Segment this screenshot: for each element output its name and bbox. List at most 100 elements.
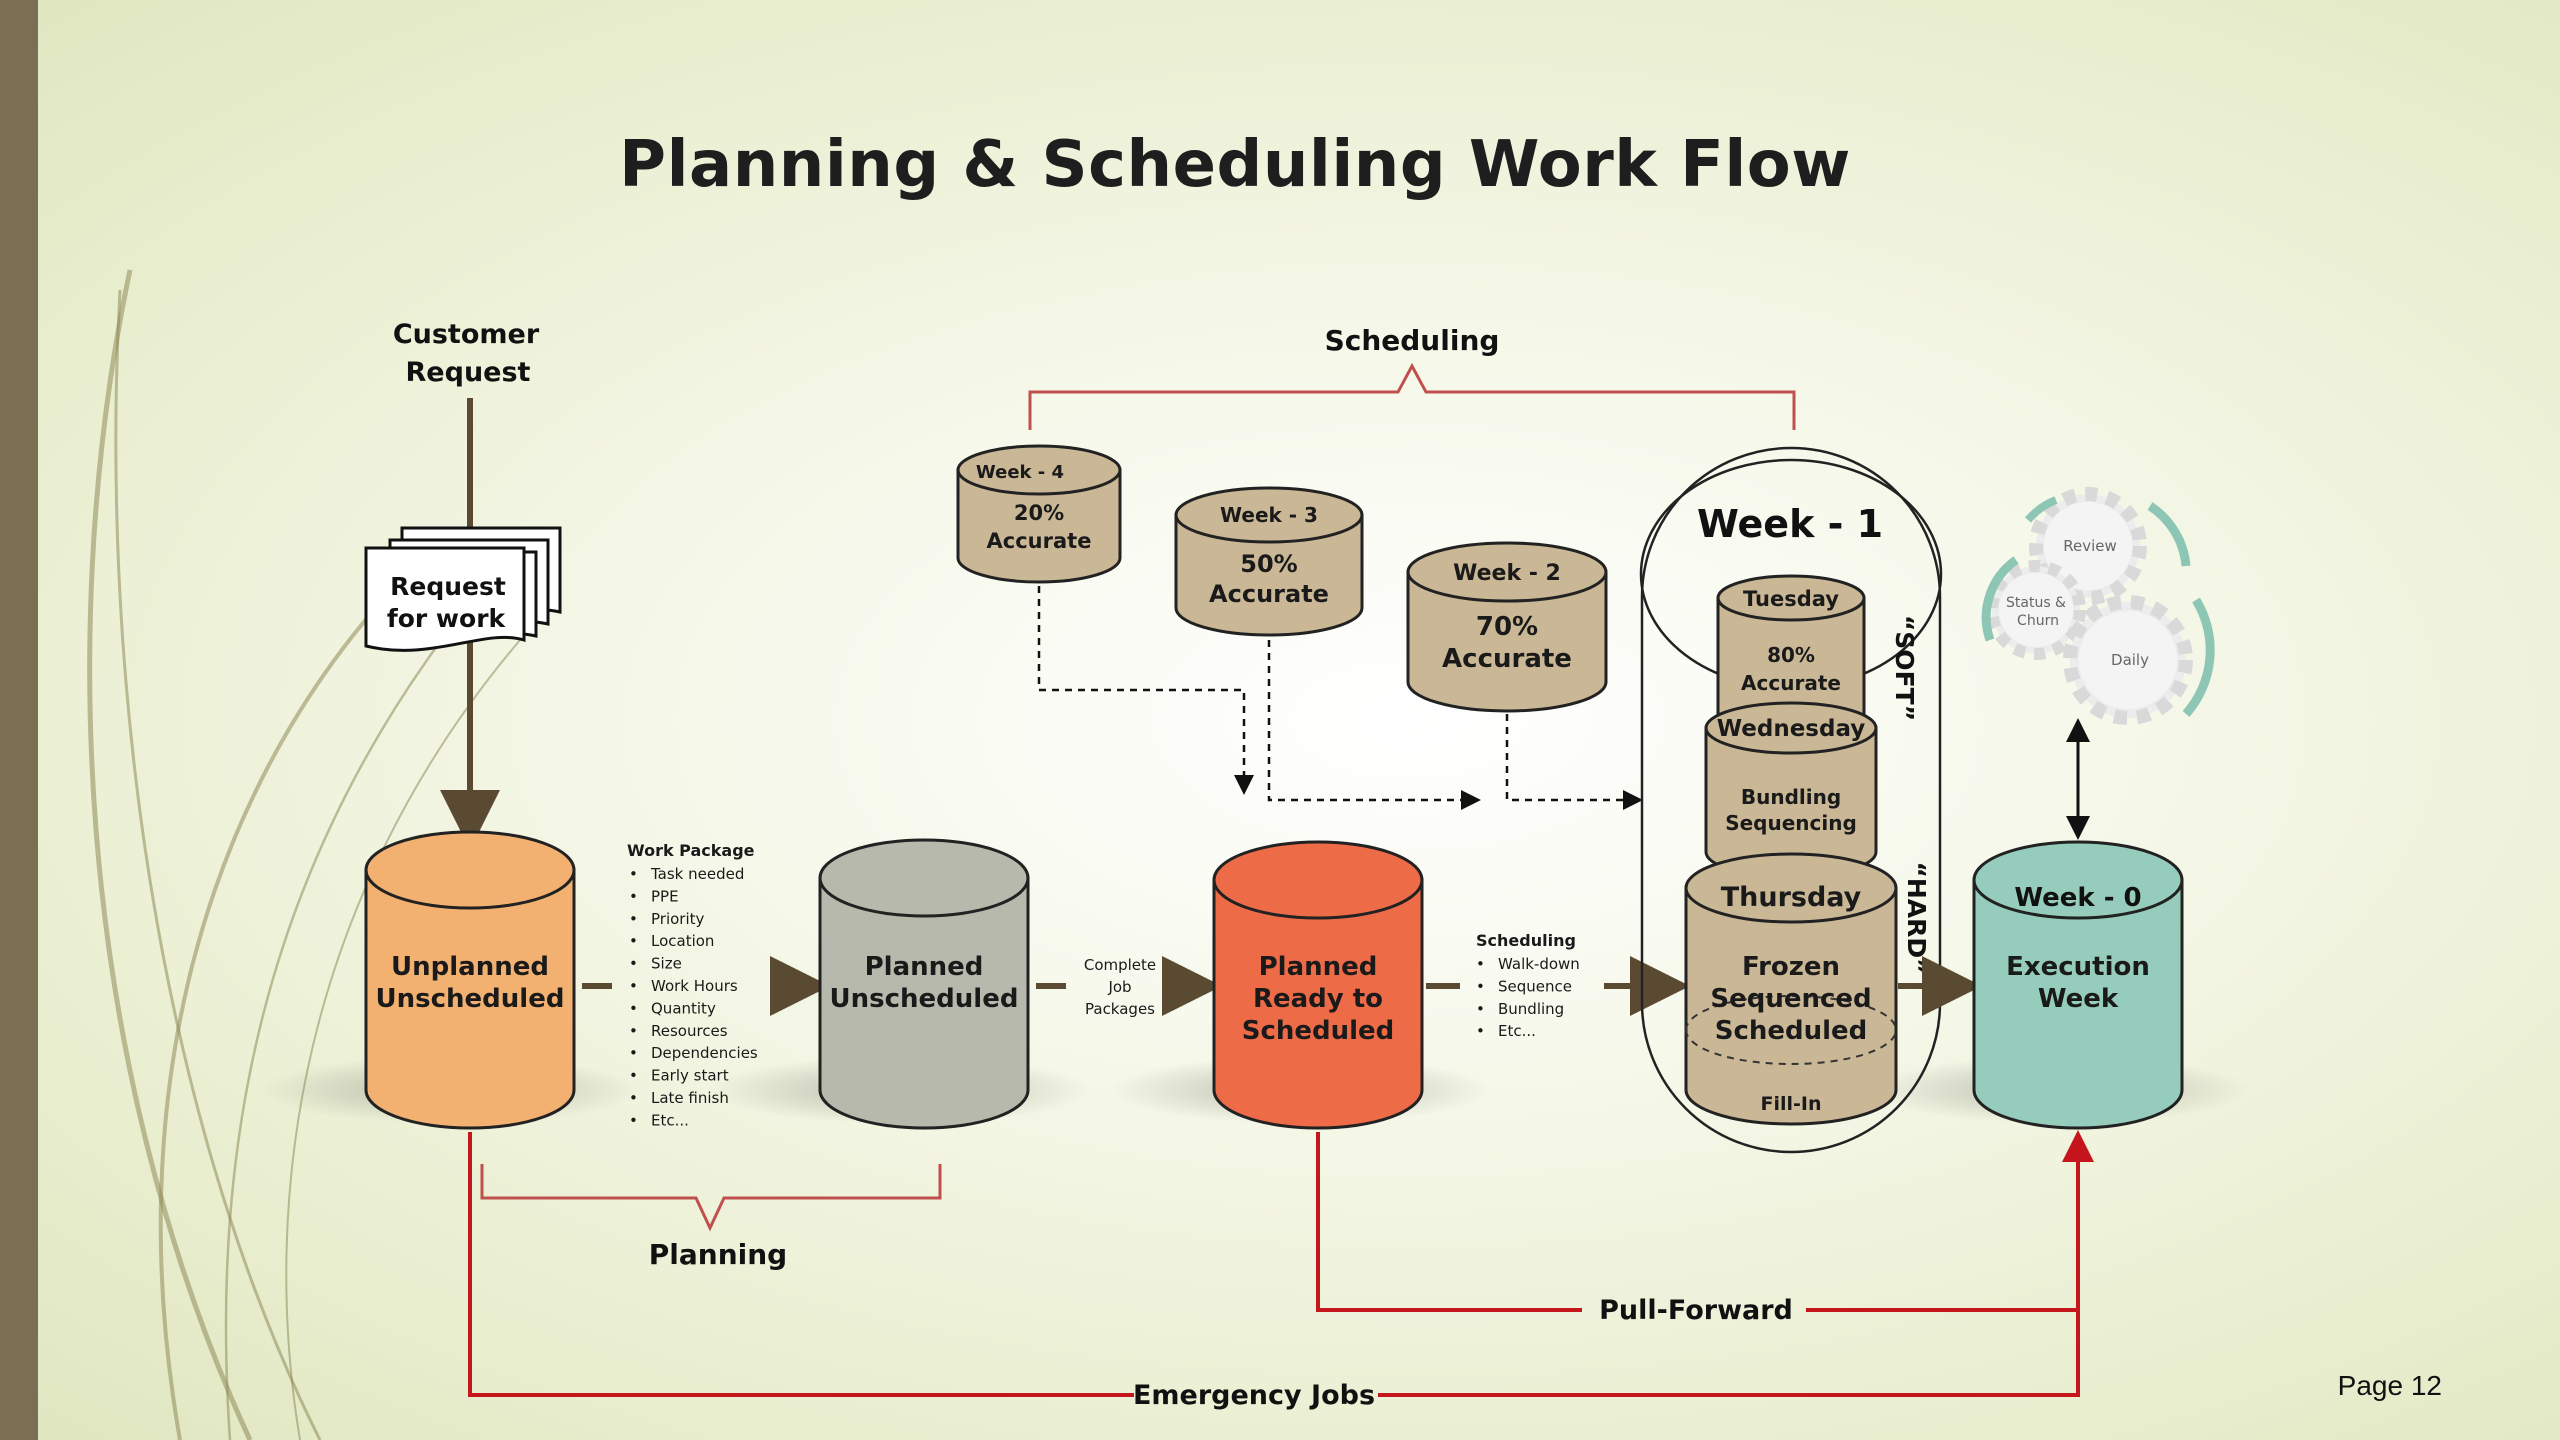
week-3-label: Week - 3 xyxy=(1220,503,1318,527)
fill-in-label: Fill-In xyxy=(1761,1093,1822,1115)
tuesday-label: Tuesday xyxy=(1743,587,1839,611)
gear-status-line2: Churn xyxy=(2017,613,2059,629)
execution-line1: Execution xyxy=(2006,952,2150,982)
week-3-acc2: Accurate xyxy=(1209,580,1329,608)
scheduling-list: Scheduling • Walk-down • Sequence • Bundling •… xyxy=(1476,931,1580,1040)
wednesday-label: Wednesday xyxy=(1717,716,1866,742)
planning-footer: Planning xyxy=(649,1238,787,1271)
thursday-label: Thursday xyxy=(1721,882,1862,913)
week-1-title: Week - 1 xyxy=(1697,502,1883,546)
unplanned-line2: Unscheduled xyxy=(376,984,565,1014)
pull-forward-line: Pull-Forward xyxy=(1316,1130,2094,1326)
emergency-jobs-label: Emergency Jobs xyxy=(1133,1380,1375,1411)
work-package-item: Quantity xyxy=(651,999,716,1017)
request-for-work-document: Request for work xyxy=(364,526,562,652)
work-package-item: Etc... xyxy=(651,1111,689,1129)
gear-status-line1: Status & xyxy=(2006,595,2066,611)
thursday-body1: Frozen xyxy=(1742,952,1840,982)
wednesday-body2: Sequencing xyxy=(1725,811,1857,835)
week-4-acc2: Accurate xyxy=(987,529,1092,553)
work-package-bullet: • xyxy=(629,910,638,928)
left-accent-bar xyxy=(0,0,38,1440)
scheduling-item: Walk-down xyxy=(1498,955,1580,973)
unplanned-unscheduled-cylinder: Unplanned Unscheduled xyxy=(364,830,576,1130)
week-2-acc1: 70% xyxy=(1476,612,1538,642)
thursday-body2: Sequenced xyxy=(1710,984,1871,1014)
work-package-bullet: • xyxy=(629,999,638,1017)
work-package-item: Early start xyxy=(651,1067,729,1085)
work-package-item: Resources xyxy=(651,1022,728,1040)
work-package-item: PPE xyxy=(651,887,679,905)
execution-line2: Week xyxy=(2038,984,2119,1014)
work-package-item: Dependencies xyxy=(651,1044,758,1062)
customer-request-line1: Customer xyxy=(393,319,540,350)
work-package-item: Late finish xyxy=(651,1089,729,1107)
scheduling-item: Etc... xyxy=(1498,1022,1536,1040)
gear-daily-label: Daily xyxy=(2111,651,2149,669)
work-package-bullet: • xyxy=(629,955,638,973)
work-package-item: Size xyxy=(651,955,682,973)
page-number: Page 12 xyxy=(2337,1370,2442,1401)
week-1-container: Week - 1 Tuesday 80% Accurate Wednesday … xyxy=(1639,446,1943,1154)
planning-bracket xyxy=(480,1164,942,1232)
work-package-bullet: • xyxy=(629,1067,638,1085)
planned-unscheduled-cylinder: Planned Unscheduled xyxy=(818,838,1030,1130)
work-package-item: Location xyxy=(651,932,714,950)
emergency-jobs-line: Emergency Jobs xyxy=(468,1132,2080,1411)
daily-gear-icon xyxy=(2063,595,2193,725)
scheduling-list-heading: Scheduling xyxy=(1476,931,1576,950)
scheduling-bracket xyxy=(1028,362,1796,430)
soft-label: “SOFT” xyxy=(1890,615,1919,721)
scheduling-item: Bundling xyxy=(1498,1000,1564,1018)
forecast-connectors xyxy=(1037,586,1643,810)
wednesday-body1: Bundling xyxy=(1741,785,1841,809)
thursday-body3: Scheduled xyxy=(1715,1016,1868,1046)
work-package-list: Work Package •Task needed•PPE•Priority•L… xyxy=(627,841,758,1129)
work-package-bullet: • xyxy=(629,932,638,950)
week-2-acc2: Accurate xyxy=(1442,644,1572,674)
decorative-swooshes xyxy=(87,269,521,1440)
planned-unscheduled-line2: Unscheduled xyxy=(830,984,1019,1014)
complete-job-line1: Complete xyxy=(1084,956,1156,974)
scheduling-header: Scheduling xyxy=(1325,324,1500,357)
unplanned-line1: Unplanned xyxy=(391,952,549,982)
page-title: Planning & Scheduling Work Flow xyxy=(619,128,1851,202)
review-gear-icon xyxy=(2029,487,2147,605)
gear-review-label: Review xyxy=(2063,537,2117,555)
work-package-bullet: • xyxy=(629,1022,638,1040)
week-2-cylinder: Week - 2 70% Accurate xyxy=(1406,541,1608,713)
work-package-bullet: • xyxy=(629,1044,638,1062)
scheduling-bullet: • xyxy=(1476,1022,1485,1040)
ready-line1: Planned xyxy=(1259,952,1378,982)
status-gear-icon xyxy=(1986,560,2086,660)
planned-unscheduled-line1: Planned xyxy=(865,952,984,982)
week-3-cylinder: Week - 3 50% Accurate xyxy=(1174,486,1364,637)
week-4-acc1: 20% xyxy=(1014,501,1064,525)
tuesday-acc1: 80% xyxy=(1767,643,1815,667)
work-package-item: Task needed xyxy=(650,865,744,883)
gears-cycle: Review Status & Churn Daily xyxy=(1981,487,2215,725)
planned-ready-cylinder: Planned Ready to Scheduled xyxy=(1212,840,1424,1130)
week-4-cylinder: Week - 4 20% Accurate xyxy=(956,444,1122,584)
scheduling-bullet: • xyxy=(1476,977,1485,995)
work-package-bullet: • xyxy=(629,887,638,905)
week-4-label: Week - 4 xyxy=(976,462,1064,483)
ready-line3: Scheduled xyxy=(1242,1016,1395,1046)
customer-request-line2: Request xyxy=(406,357,531,388)
work-package-bullet: • xyxy=(629,865,638,883)
scheduling-bullet: • xyxy=(1476,955,1485,973)
scheduling-item: Sequence xyxy=(1498,977,1572,995)
work-package-heading: Work Package xyxy=(627,841,755,860)
work-package-bullet: • xyxy=(629,1089,638,1107)
scheduling-bullet: • xyxy=(1476,1000,1485,1018)
week-3-acc1: 50% xyxy=(1240,550,1297,578)
week-2-label: Week - 2 xyxy=(1453,561,1561,586)
ready-line2: Ready to xyxy=(1253,984,1383,1014)
work-package-bullet: • xyxy=(629,977,638,995)
complete-job-line2: Job xyxy=(1107,978,1131,996)
execution-week-cylinder: Week - 0 Execution Week xyxy=(1972,840,2184,1130)
work-package-bullet: • xyxy=(629,1111,638,1129)
hard-label: “HARD” xyxy=(1902,861,1931,974)
